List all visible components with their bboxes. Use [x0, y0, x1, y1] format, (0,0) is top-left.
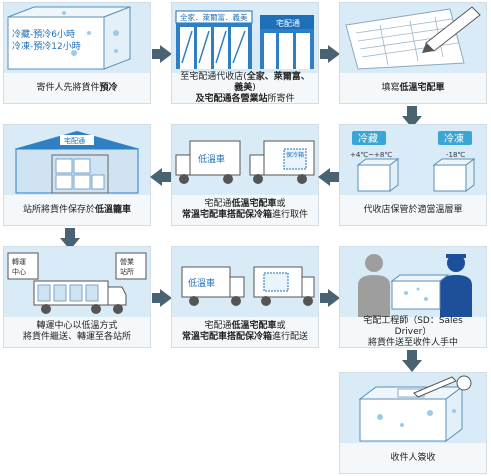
- cold-box-icon: 冷藏-預冷6小時 冷凍-預冷12小時: [7, 6, 131, 70]
- step-5-illustration: 低溫車 保冷箱: [172, 125, 318, 195]
- store-icon: 全家．萊爾富．義美 宅配通: [175, 10, 314, 69]
- step-8-delivery: 低溫車 宅配通低溫宅配車或常溫宅配車搭配保冷箱進行配送: [171, 246, 319, 348]
- left-sign-2: 中心: [12, 267, 26, 276]
- arrow-down-3: [402, 350, 422, 372]
- step-7-illustration: 轉運 中心 營業 站所: [4, 247, 150, 317]
- step-1-illustration: 冷藏-預冷6小時 冷凍-預冷12小時: [4, 3, 150, 73]
- transfer-truck-icon: 轉運 中心 營業 站所: [7, 252, 147, 314]
- step-3-fill-form: 填寫低溫宅配單: [339, 2, 487, 104]
- step-4-illustration: 冷藏 +4℃~+8℃ 冷凍 -18℃: [340, 125, 486, 195]
- step-10-sign: 收件人簽收: [339, 372, 487, 474]
- box-line-2: 冷凍-預冷12小時: [12, 40, 81, 52]
- step-10-illustration: [340, 373, 486, 443]
- truck-label: 低溫車: [188, 277, 215, 289]
- step-9-handover: 宅配工程師（SD：Sales Driver）將貨件送至收件人手中: [339, 246, 487, 348]
- delivery-trucks-icon: 低溫車: [181, 266, 315, 306]
- handover-icon: [358, 254, 472, 317]
- logo-text: 宅配通: [276, 18, 300, 28]
- step-2-caption: 至宅配通代收店(全家、萊爾富、義美)及宅配通各營業站所寄件: [180, 71, 310, 104]
- step-3-caption: 填寫低溫宅配單: [381, 82, 445, 93]
- step-6-cold-cage: 宅配通 站所將貨件保存於低溫籠車: [3, 124, 151, 226]
- warehouse-icon: 宅配通: [14, 131, 140, 194]
- arrow-right-2: [320, 45, 340, 63]
- signed-box-icon: [358, 375, 472, 442]
- step-1-prechill: 冷藏-預冷6小時 冷凍-預冷12小時 寄件人先將貨件預冷: [3, 2, 151, 104]
- step-6-caption: 站所將貨件保存於低溫籠車: [22, 204, 132, 215]
- temperature-boxes-icon: 冷藏 +4℃~+8℃ 冷凍 -18℃: [350, 131, 476, 192]
- chilled-temp: +4℃~+8℃: [350, 151, 392, 159]
- step-9-caption: 宅配工程師（SD：Sales Driver）將貨件送至收件人手中: [363, 315, 463, 348]
- step-2-dropoff: 全家．萊爾富．義美 宅配通 至宅配通代收店(全家、萊爾富、義美)及宅配通各營業站…: [171, 2, 319, 104]
- arrow-right-3: [152, 289, 172, 307]
- step-5-caption: 宅配通低溫宅配車或常溫宅配車搭配保冷箱進行取件: [181, 199, 309, 220]
- box-line-1: 冷藏-預冷6小時: [12, 28, 75, 40]
- right-sign-2: 站所: [120, 267, 134, 276]
- step-4-storage: 冷藏 +4℃~+8℃ 冷凍 -18℃ 代收店保管於適當溫層單: [339, 124, 487, 226]
- chilled-label: 冷藏: [358, 132, 378, 145]
- arrow-left-1: [150, 168, 171, 186]
- step-8-illustration: 低溫車: [172, 247, 318, 317]
- step-10-caption: 收件人簽收: [390, 452, 436, 463]
- logo-text: 宅配通: [64, 136, 85, 145]
- step-7-transfer: 轉運 中心 營業 站所 轉運中心以低溫方式將貨件繼送、轉運至各站所: [3, 246, 151, 348]
- form-pen-icon: [345, 6, 481, 70]
- step-7-caption: 轉運中心以低溫方式將貨件繼送、轉運至各站所: [22, 321, 131, 342]
- store-sign: 全家．萊爾富．義美: [180, 12, 248, 22]
- arrow-left-2: [318, 168, 339, 186]
- frozen-label: 冷凍: [444, 132, 464, 145]
- step-4-caption: 代收店保管於適當溫層單: [363, 204, 463, 215]
- arrow-right-1: [152, 45, 172, 63]
- step-5-pickup: 低溫車 保冷箱 宅配通低溫宅配車或常溫宅配車搭配保冷箱進行取件: [171, 124, 319, 226]
- arrow-right-4: [320, 289, 340, 307]
- step-3-illustration: [340, 3, 486, 73]
- step-1-caption: 寄件人先將貨件預冷: [36, 82, 118, 93]
- step-2-illustration: 全家．萊爾富．義美 宅配通: [172, 3, 318, 73]
- right-sign-1: 營業: [120, 257, 134, 266]
- box-label: 保冷箱: [286, 151, 304, 159]
- left-sign-1: 轉運: [12, 257, 26, 266]
- truck-label: 低溫車: [198, 153, 225, 165]
- step-9-illustration: [340, 247, 486, 317]
- step-6-illustration: 宅配通: [4, 125, 150, 195]
- frozen-temp: -18℃: [446, 151, 465, 159]
- trucks-icon: 低溫車 保冷箱: [175, 140, 315, 184]
- step-8-caption: 宅配通低溫宅配車或常溫宅配車搭配保冷箱進行配送: [181, 321, 309, 342]
